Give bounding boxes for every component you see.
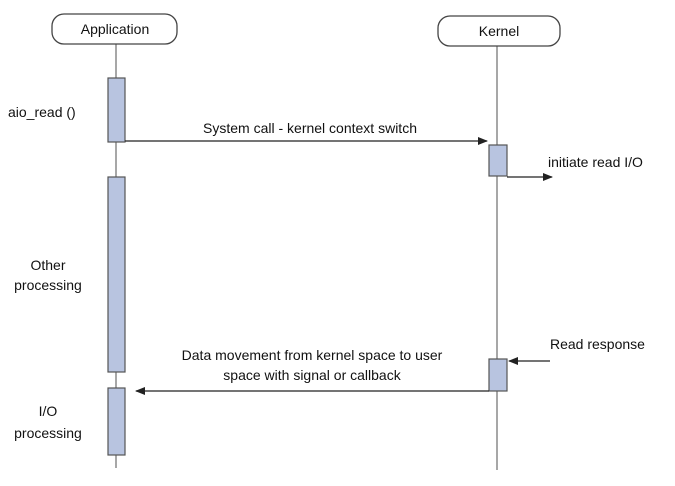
io-processing-label-line1: I/O [39, 403, 58, 419]
data-movement-label-line2: space with signal or callback [223, 367, 401, 383]
kernel-participant: Kernel [437, 15, 561, 47]
kernel-activation-response [488, 358, 508, 392]
initiate-read-label: initiate read I/O [548, 154, 643, 170]
other-processing-label-line2: processing [14, 277, 82, 293]
application-participant-box [51, 13, 178, 45]
app-activation-aio-read [107, 77, 126, 143]
io-processing-label-line2: processing [14, 425, 82, 441]
other-processing-label-line1: Other [30, 257, 65, 273]
read-response-label: Read response [550, 336, 645, 352]
data-movement-label-line1: Data movement from kernel space to user [182, 347, 443, 363]
kernel-activation-initiate [488, 144, 508, 177]
kernel-participant-label: Kernel [479, 23, 519, 39]
application-participant-label: Application [81, 21, 150, 37]
app-activation-io-processing [107, 387, 126, 456]
aio-read-label: aio_read () [8, 104, 76, 120]
kernel-participant-box [437, 15, 561, 47]
system-call-label: System call - kernel context switch [203, 120, 417, 136]
application-participant: Application [51, 13, 178, 45]
app-activation-other-processing [107, 176, 126, 373]
